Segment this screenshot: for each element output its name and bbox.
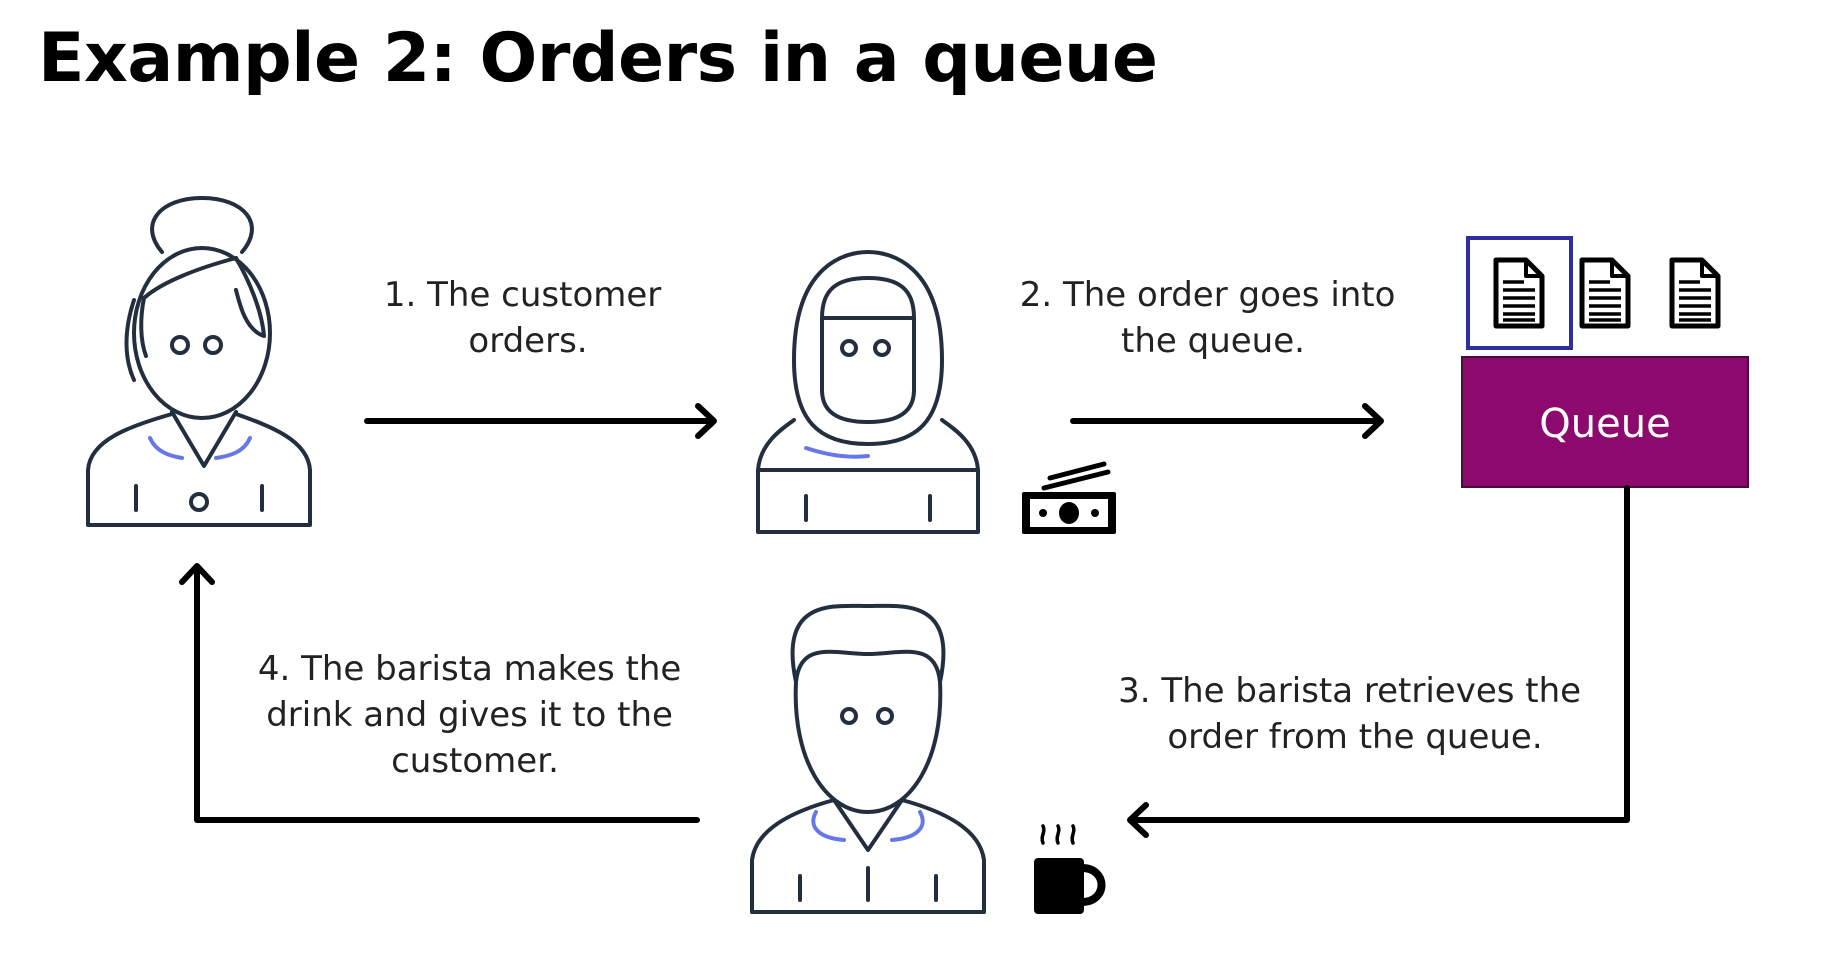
step-4-label: 4. The barista makes the drink and gives… bbox=[258, 649, 692, 781]
money-icon bbox=[1022, 461, 1116, 534]
arrow-step-2 bbox=[1070, 403, 1384, 439]
document-icon bbox=[1582, 260, 1628, 326]
arrow-step-1 bbox=[364, 403, 717, 439]
selected-order-outline bbox=[1466, 236, 1573, 350]
step-3-label: 3. The barista retrieves the order from … bbox=[1118, 671, 1592, 757]
customer-icon bbox=[86, 196, 312, 527]
step-2-label: 2. The order goes into the queue. bbox=[1020, 275, 1407, 361]
cashier-collar-accent bbox=[804, 446, 870, 459]
barista-icon bbox=[750, 603, 986, 914]
queue-box bbox=[1461, 356, 1749, 488]
document-icon bbox=[1496, 260, 1542, 326]
coffee-mug-icon bbox=[1034, 824, 1106, 914]
page-title: Example 2: Orders in a queue bbox=[38, 19, 1158, 98]
document-icon bbox=[1672, 260, 1718, 326]
arrow-step-3 bbox=[1127, 485, 1630, 838]
queue-label: Queue bbox=[1539, 401, 1670, 447]
cashier-icon bbox=[756, 250, 980, 534]
barista-collar-accent bbox=[811, 810, 925, 842]
step-1-label: 1. The customer orders. bbox=[384, 275, 672, 361]
customer-collar-accent bbox=[148, 436, 252, 460]
arrow-step-4 bbox=[179, 563, 700, 823]
